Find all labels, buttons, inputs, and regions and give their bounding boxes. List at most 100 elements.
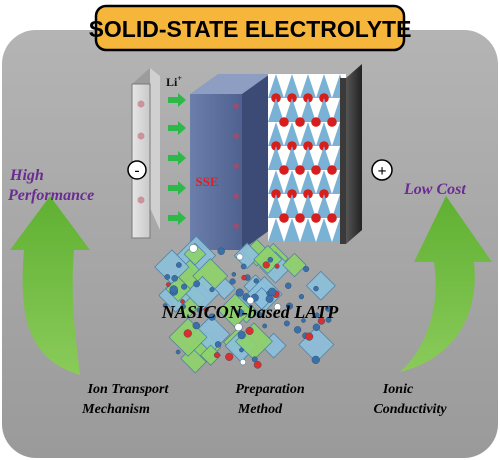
crystal-atom [208,313,216,321]
title-text: SOLID-STATE ELECTROLYTE [89,16,412,42]
lattice-triangle [268,98,284,122]
anode-ion-dot [137,100,145,108]
crystal-atom [262,261,270,269]
lattice-triangle [316,194,332,218]
crystal-atom [246,296,255,305]
crystal-atom [225,352,234,361]
crystal-atom [237,331,246,340]
lattice-triangle [300,194,316,218]
crystal-atom [236,253,244,261]
crystal-atom [325,305,332,312]
ion-arrow-left [168,151,186,165]
crystal-atom [192,321,200,330]
crystal-atom [239,347,244,353]
sse-ion-dot [233,193,239,199]
feature-performance: Performance [7,187,94,204]
lattice-ion-dot [295,213,305,223]
cathode-lattice [268,74,348,242]
lattice-triangle [316,170,332,194]
crystal-atom [241,274,247,281]
crystal-atom [317,317,326,325]
sse-ion-dot [233,133,239,139]
anode-plate [131,68,160,239]
crystal-atom [298,294,305,300]
lattice-triangle [300,218,316,242]
lattice-ion-dot [311,117,321,127]
lattice-ion-dot [327,117,337,127]
lattice-triangle [300,74,316,98]
sse-ion-dot [233,103,239,109]
crystal-atom [193,280,201,288]
crystal-atom [273,303,282,311]
topic-method: Method [237,402,283,417]
anode-ion-dot [137,196,145,204]
crystal-polyhedron [185,275,220,311]
lattice-triangle [300,98,316,122]
crystal-atom [164,274,171,280]
lattice-triangle [284,122,300,146]
crystal-atom [251,356,258,363]
crystal-atom [196,308,202,313]
lattice-triangle [316,146,332,170]
center-label: NASICON-based LATP [161,302,340,322]
crystal-atom [214,341,222,348]
plus-terminal [371,159,393,181]
crystal-atom [245,326,254,335]
crystal-atom [231,272,237,277]
lattice-ion-dot [311,165,321,175]
lattice-triangle [268,194,284,218]
lattice-triangle [268,122,284,146]
crystal-atom [234,323,243,332]
sse-ion-dot [233,223,239,229]
crystal-atom [286,302,293,310]
sse-ion-dot [233,163,239,169]
ion-arrow-left [168,211,186,225]
crystal-polyhedron [305,270,336,301]
lattice-triangle [316,74,332,98]
crystal-atom [175,349,181,355]
crystal-atom [311,355,320,364]
crystal-atom [325,317,332,323]
topic-ion-transport: Ion Transport [87,382,170,397]
ion-arrow-left [168,93,186,107]
topic-mechanism: Mechanism [81,402,150,417]
lattice-ion-dot [295,117,305,127]
crystal-atom [301,318,306,323]
crystal-atom [314,312,320,318]
topic-ionic: Ionic [382,382,414,397]
lattice-triangle [316,98,332,122]
crystal-atom [285,282,292,289]
crystal-atom [180,303,186,310]
sse-label: SSE [195,174,218,189]
crystal-atom [176,262,182,268]
minus-terminal [127,160,147,180]
crystal-atom [283,320,290,327]
ion-arrow-left [168,121,186,135]
crystal-atom [203,306,209,313]
crystal-atom [209,287,215,293]
minus-sign: - [135,163,140,179]
lattice-triangle [316,218,332,242]
feature-low-cost: Low Cost [403,181,466,198]
right-big-arrow [400,196,492,372]
lattice-ion-dot [279,117,289,127]
crystal-atom [262,323,268,329]
latp-crystal-structure [154,235,336,374]
lattice-triangle [300,122,316,146]
topic-conductivity: Conductivity [373,402,447,417]
lattice-triangle [284,194,300,218]
crystal-atom [239,359,246,366]
crystal-atom [268,287,277,296]
crystal-atom [253,360,262,369]
lattice-triangle [268,218,284,242]
crystal-atom [183,329,192,338]
lattice-ion-dot [327,213,337,223]
plus-sign: + [377,163,386,180]
crystal-atom [189,244,198,253]
lattice-triangle [300,146,316,170]
lattice-triangle [268,146,284,170]
lattice-ion-dot [295,165,305,175]
crystal-atom [305,332,314,341]
lattice-triangle [268,74,284,98]
